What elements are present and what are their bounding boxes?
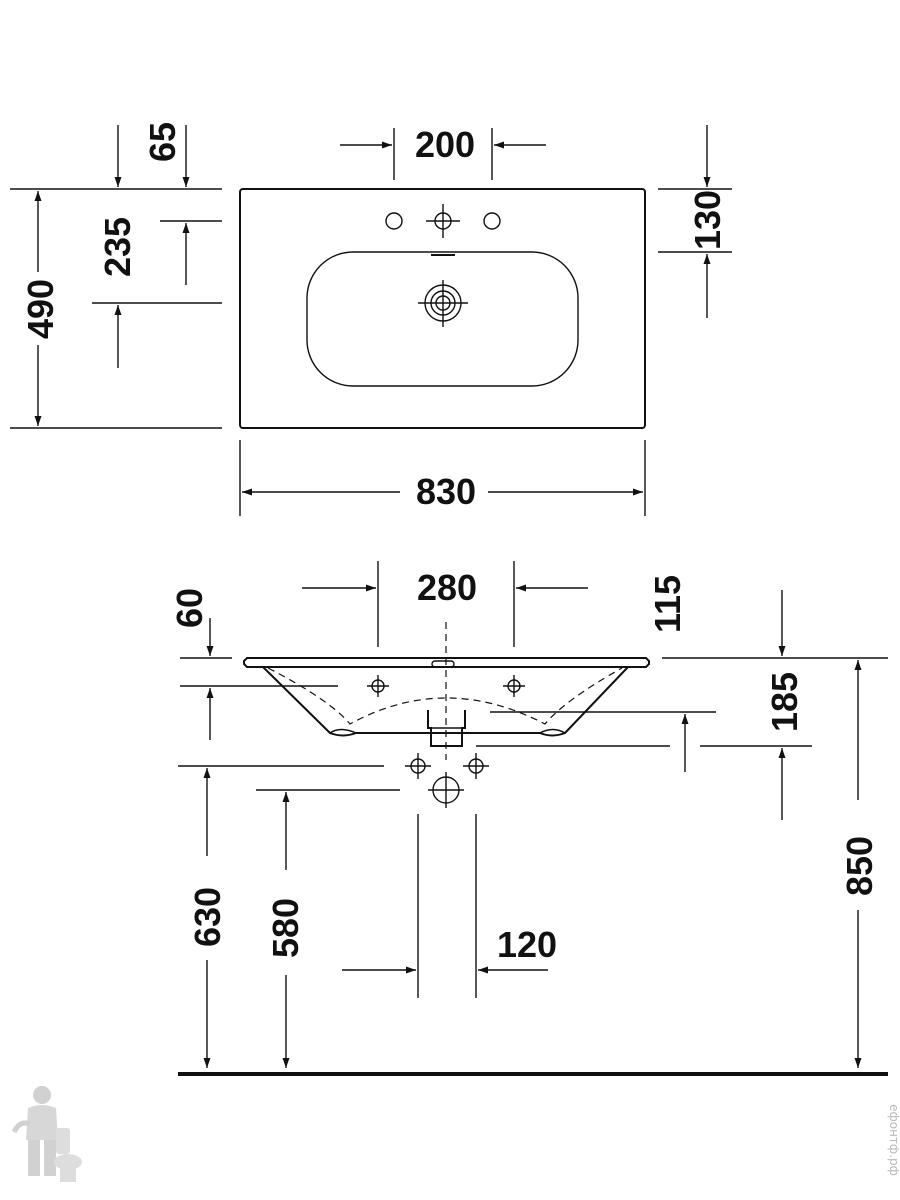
dim-waste-height: 580: [265, 898, 306, 958]
dim-supply-height: 630: [187, 887, 228, 947]
front-view: 280 60 115 185 850 630 580: [169, 561, 888, 1076]
tap-hole-left: [385, 212, 403, 230]
waste-connection: [428, 772, 464, 808]
dim-tap-offset: 130: [687, 190, 728, 250]
dim-edge-offset: 65: [142, 122, 183, 162]
tap-hole-front-left: [367, 675, 389, 697]
supply-connection-left: [405, 753, 431, 779]
plumber-mascot-icon: [11, 1086, 82, 1182]
dim-rim-height: 850: [839, 836, 880, 896]
basin-rim: [243, 657, 650, 668]
supply-connection-right: [463, 753, 489, 779]
dim-supply-spacing: 120: [497, 924, 557, 965]
dim-height-to-overflow: 115: [647, 575, 688, 633]
watermark-text: ефонтф.рф: [887, 1104, 900, 1176]
drain-stub: [427, 710, 466, 747]
tap-hole-right: [483, 212, 501, 230]
tap-hole-front-right: [503, 675, 525, 697]
dim-rim-thickness: 60: [169, 588, 210, 628]
dim-drain-offset: 235: [97, 217, 138, 277]
drain-outlet: [418, 280, 468, 327]
dim-bowl-depth: 185: [764, 672, 805, 732]
dim-width: 830: [416, 471, 476, 512]
dim-bowl-width: 280: [417, 567, 477, 608]
top-view: 490 65 235 200 130 830: [10, 122, 732, 516]
dim-depth: 490: [20, 279, 61, 339]
dim-tap-spacing: 200: [415, 124, 475, 165]
basin-bowl-outline: [306, 251, 579, 387]
basin-top-outline: [239, 188, 646, 429]
basin-body: [262, 666, 629, 737]
